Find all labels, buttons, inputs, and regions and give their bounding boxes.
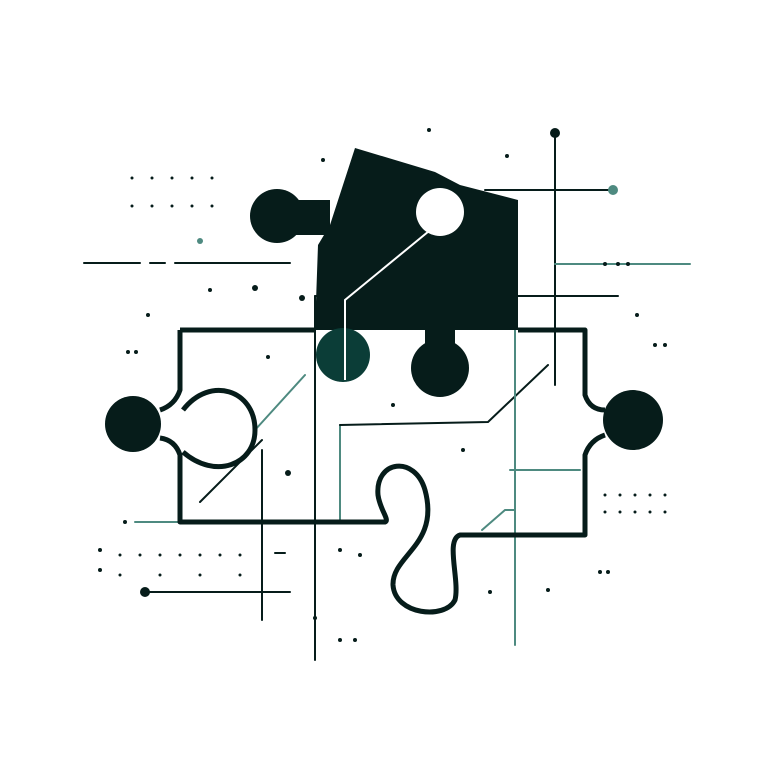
solid-puzzle-piece <box>250 148 518 397</box>
dots <box>98 128 667 642</box>
left-knob <box>105 396 161 452</box>
right-knob <box>603 390 663 450</box>
outline-puzzle-piece <box>159 327 606 615</box>
background-lines <box>83 132 691 661</box>
